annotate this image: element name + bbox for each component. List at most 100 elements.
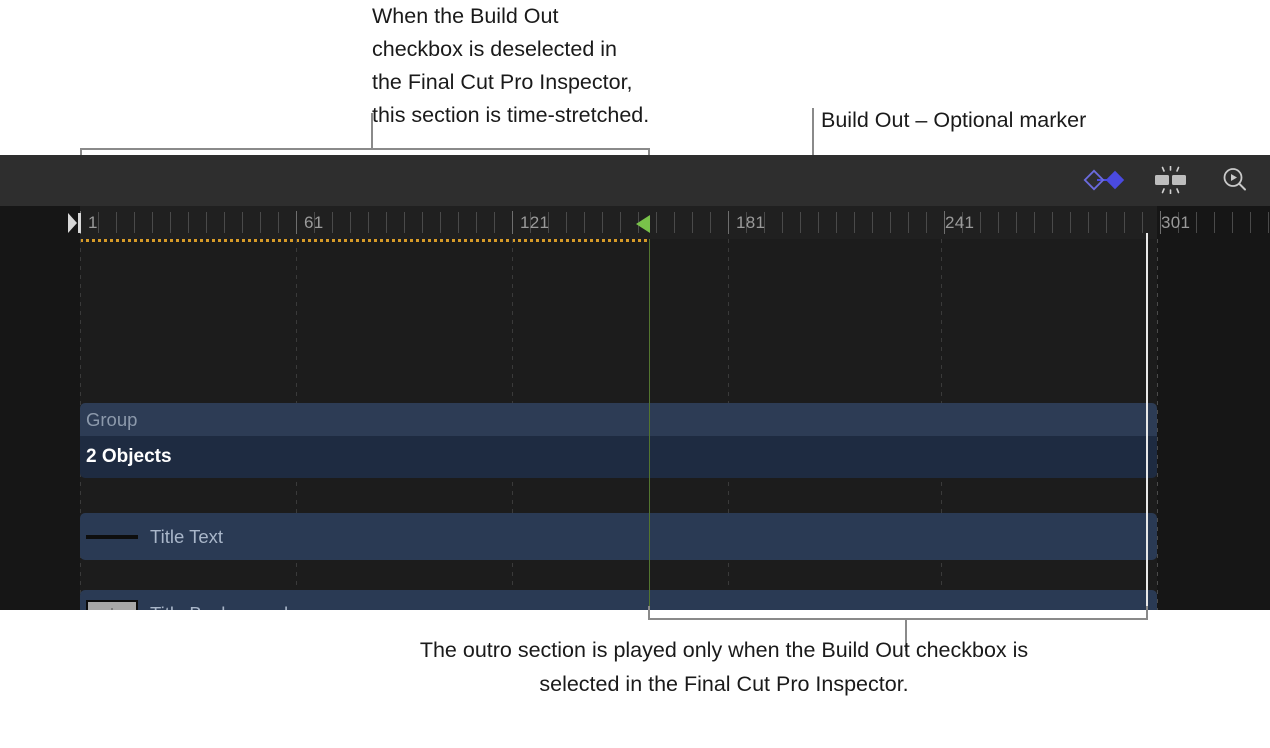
ruler-tick <box>854 212 855 233</box>
annotation-build-out-deselected: When the Build Out checkbox is deselecte… <box>372 4 650 127</box>
ruler-tick <box>620 212 621 233</box>
playhead-line <box>1146 233 1148 610</box>
ruler-tick <box>170 212 171 233</box>
ruler-tick <box>332 212 333 233</box>
ruler-tick <box>1106 212 1107 233</box>
ruler-tick-major <box>944 211 945 234</box>
ruler-tick <box>278 212 279 233</box>
ruler-tick <box>404 212 405 233</box>
track-row-objects[interactable]: 2 Objects <box>80 436 1157 478</box>
ruler-tick <box>1124 212 1125 233</box>
ruler-tick <box>314 212 315 233</box>
ruler-tick <box>368 212 369 233</box>
bracket-top-left-stem <box>371 113 373 149</box>
zoom-playhead-icon[interactable] <box>1212 165 1258 195</box>
ruler-tick-major <box>296 211 297 234</box>
ruler-tick <box>386 212 387 233</box>
ruler-tick <box>782 212 783 233</box>
image-thumbnail-icon <box>86 600 138 610</box>
ruler-tick <box>746 212 747 233</box>
ruler-tick <box>1052 212 1053 233</box>
ruler-tick <box>206 212 207 233</box>
annotation-outro-section: The outro section is played only when th… <box>419 638 1029 696</box>
ruler-tick <box>926 212 927 233</box>
ruler-tick <box>908 212 909 233</box>
keyframe-editor-icon[interactable] <box>1083 165 1129 195</box>
bracket-bottom-cap-end <box>1146 606 1148 619</box>
ruler-tick <box>242 212 243 233</box>
vertical-gridline-project-end <box>1157 239 1158 610</box>
ruler-tick <box>890 212 891 233</box>
ruler-tick <box>602 212 603 233</box>
ruler-tick <box>836 212 837 233</box>
trim-keyframes-icon[interactable] <box>1148 165 1194 195</box>
ruler-frame-label: 241 <box>945 213 975 232</box>
ruler-tick <box>566 212 567 233</box>
ruler-tick <box>1214 212 1215 233</box>
track-row-group[interactable]: Group <box>80 403 1157 436</box>
ruler-tick <box>1070 212 1071 233</box>
track-label: Title Text <box>150 525 223 547</box>
bracket-top-left-cap-end <box>648 148 650 161</box>
ruler-tick <box>1034 212 1035 233</box>
ruler-tick <box>1016 212 1017 233</box>
ruler-tick <box>764 212 765 233</box>
ruler-frame-label: 1 <box>88 213 98 232</box>
ruler-tick <box>710 212 711 233</box>
ruler-tick <box>962 212 963 233</box>
ruler-tick <box>998 212 999 233</box>
ruler-tick <box>800 212 801 233</box>
ruler-tick <box>980 212 981 233</box>
ruler-tick <box>350 212 351 233</box>
ruler-tick <box>98 212 99 233</box>
ruler-tick <box>1232 212 1233 233</box>
ruler-tick <box>1088 212 1089 233</box>
bracket-top-left-cap-start <box>80 148 82 161</box>
ruler-tick-major <box>1160 211 1161 234</box>
track-row-title-text[interactable]: Title Text <box>80 513 1157 560</box>
track-area-right-margin <box>1157 239 1270 610</box>
bracket-top-left-span <box>80 148 650 150</box>
timeline-toolbar <box>0 155 1270 207</box>
ruler-tick <box>548 212 549 233</box>
ruler-frame-label: 181 <box>736 213 766 232</box>
ruler-tick-major <box>728 211 729 234</box>
ruler-tick <box>1250 212 1251 233</box>
ruler-tick <box>458 212 459 233</box>
track-label: Title Background <box>150 603 288 611</box>
annotation-build-out-marker: Build Out – Optional marker <box>821 108 1087 132</box>
ruler-tick <box>1142 212 1143 233</box>
ruler-tick <box>872 212 873 233</box>
track-label: Group <box>86 408 138 430</box>
ruler-tick <box>1268 212 1269 233</box>
ruler-tick <box>224 212 225 233</box>
project-start-marker[interactable] <box>68 212 82 234</box>
ruler-tick <box>134 212 135 233</box>
ruler-frame-label: 61 <box>304 213 324 232</box>
ruler-tick <box>440 212 441 233</box>
ruler-tick <box>530 212 531 233</box>
bracket-bottom-span <box>648 618 1148 620</box>
ruler-tick <box>494 212 495 233</box>
ruler-post-roll-region <box>1157 206 1270 239</box>
timeline-track-area[interactable]: Group 2 Objects Title Text Title Backgro… <box>0 239 1270 610</box>
ruler-tick <box>584 212 585 233</box>
ruler-tick <box>1178 212 1179 233</box>
build-out-marker-line <box>649 239 650 610</box>
waveform-thumbnail-icon <box>86 534 138 539</box>
ruler-tick <box>692 212 693 233</box>
ruler-tick <box>116 212 117 233</box>
ruler-tick <box>188 212 189 233</box>
ruler-tick <box>260 212 261 233</box>
track-row-title-background[interactable]: Title Background <box>80 590 1157 610</box>
ruler-tick <box>422 212 423 233</box>
ruler-tick <box>674 212 675 233</box>
bracket-bottom-cap-start <box>648 606 650 619</box>
ruler-frame-label: 301 <box>1161 213 1191 232</box>
track-area-left-margin <box>0 239 80 610</box>
ruler-tick <box>1196 212 1197 233</box>
build-out-marker-icon[interactable] <box>636 215 650 233</box>
ruler-tick <box>818 212 819 233</box>
